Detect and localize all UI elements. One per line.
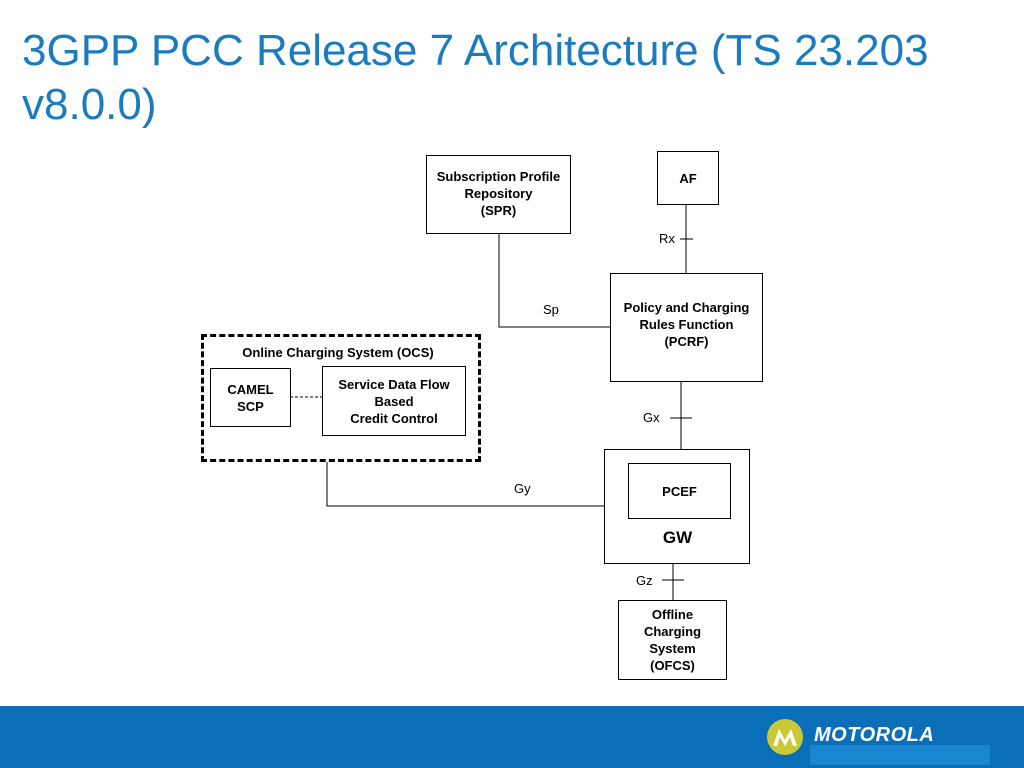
slide-title: 3GPP PCC Release 7 Architecture (TS 23.2… — [22, 26, 929, 129]
pcrf-label: Policy and Charging Rules Function (PCRF… — [623, 300, 750, 349]
ofcs-label: Offline Charging System (OFCS) — [643, 607, 702, 673]
batwing-icon — [773, 729, 797, 746]
pcef-label: PCEF — [662, 483, 697, 499]
sp-connector — [498, 233, 611, 328]
ocs-container: Online Charging System (OCS) — [201, 334, 481, 462]
gz-label: Gz — [636, 573, 653, 588]
gw-label: GW — [662, 528, 693, 547]
gy-connector — [326, 462, 605, 507]
ofcs-box: Offline Charging System (OFCS) — [618, 600, 727, 680]
ocs-label: Online Charging System (OCS) — [242, 345, 434, 360]
spr-box: Subscription Profile Repository (SPR) — [426, 155, 571, 234]
rx-label: Rx — [659, 231, 675, 246]
gy-label: Gy — [514, 481, 531, 496]
sdf-credit-control-box: Service Data Flow Based Credit Control — [322, 366, 466, 436]
sdf-credit-control-label: Service Data Flow Based Credit Control — [338, 377, 450, 426]
motorola-logo-icon — [767, 719, 803, 755]
gx-label: Gx — [643, 410, 660, 425]
pcef-box: PCEF — [628, 463, 731, 519]
brand-wordmark: MOTOROLA — [814, 724, 935, 746]
af-label: AF — [679, 170, 697, 186]
af-box: AF — [657, 151, 719, 205]
spr-label: Subscription Profile Repository (SPR) — [436, 169, 561, 218]
sp-label: Sp — [543, 302, 559, 317]
pcrf-box: Policy and Charging Rules Function (PCRF… — [610, 273, 763, 382]
camel-scp-label: CAMEL SCP — [227, 381, 274, 414]
camel-scp-box: CAMEL SCP — [210, 368, 291, 427]
footer-accent-strip — [810, 745, 990, 765]
